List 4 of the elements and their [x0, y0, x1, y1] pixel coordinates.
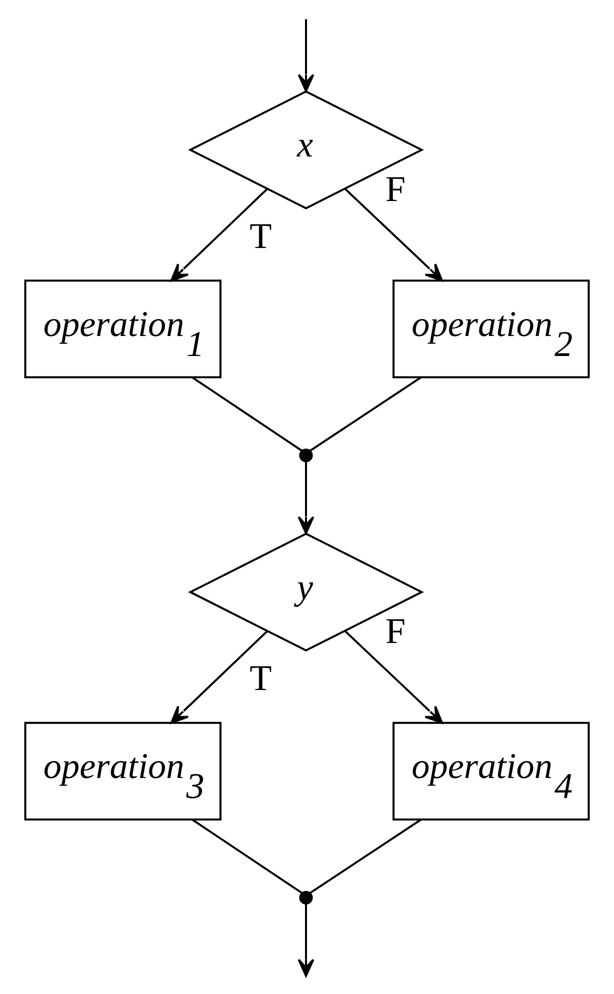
edge-label: F — [385, 168, 406, 208]
edge-label: F — [385, 610, 406, 651]
edge-label: T — [250, 215, 272, 256]
edge-label: T — [250, 658, 272, 698]
